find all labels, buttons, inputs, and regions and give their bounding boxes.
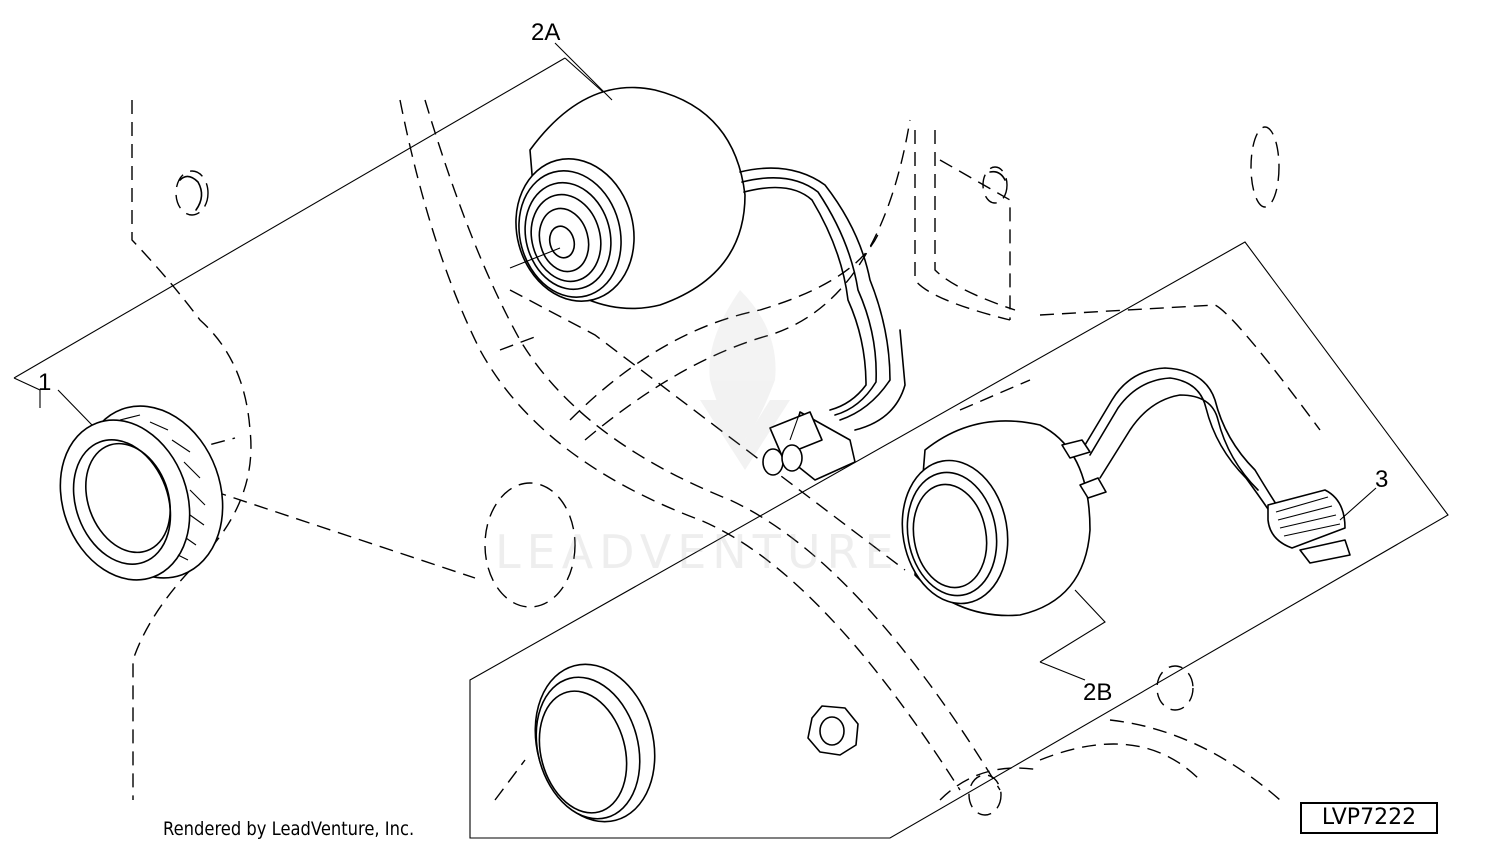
harness-connector-part bbox=[1267, 489, 1351, 564]
explode-box-lower bbox=[469, 241, 1449, 839]
retaining-nut-part bbox=[59, 405, 224, 581]
callout-label-3: 3 bbox=[1375, 466, 1388, 493]
callout-label-1: 1 bbox=[38, 369, 51, 396]
reference-id-box: LVP7222 bbox=[1300, 802, 1438, 834]
frame-outline-dashed bbox=[131, 99, 1321, 801]
wire-connector-part bbox=[762, 411, 856, 481]
render-credit: Rendered by LeadVenture, Inc. bbox=[163, 818, 415, 840]
bezel-ring-part bbox=[494, 663, 656, 823]
callout-leaders bbox=[57, 42, 1377, 681]
callout-label-2b: 2B bbox=[1083, 679, 1112, 706]
callout-label-2a: 2A bbox=[531, 19, 560, 46]
flame-logo-icon bbox=[700, 290, 790, 470]
gauge-2b-part bbox=[901, 367, 1281, 617]
gauge-2a-part bbox=[509, 86, 906, 431]
hex-nut-part bbox=[807, 705, 859, 756]
mounting-holes bbox=[175, 126, 1280, 816]
watermark-text: LEADVENTURE bbox=[495, 525, 900, 579]
